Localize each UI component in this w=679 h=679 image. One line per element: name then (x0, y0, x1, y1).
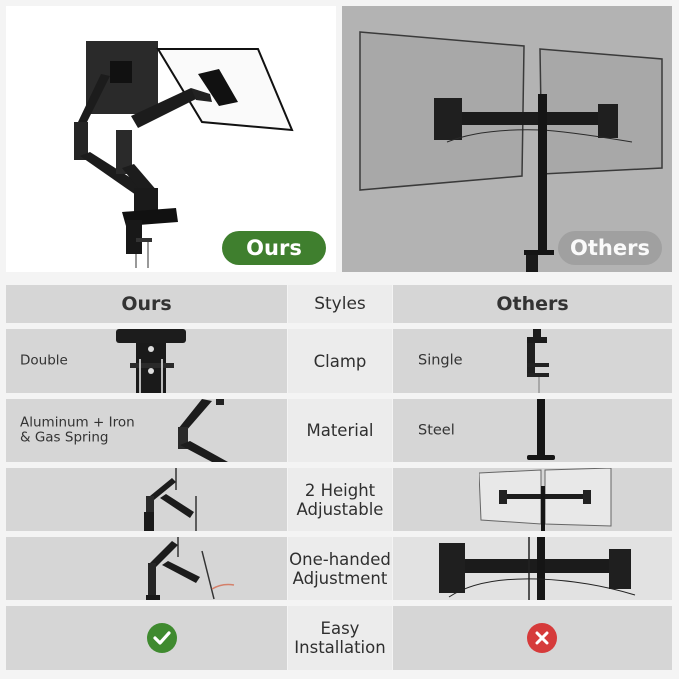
single-clamp-image (527, 329, 549, 393)
feature-installation-label: Easy Installation (294, 619, 386, 657)
ours-height-cell (6, 468, 287, 531)
gas-spring-arm-image (178, 399, 228, 462)
header-ours-label: Ours (121, 293, 172, 315)
table-row-easy-installation: Easy Installation (6, 606, 672, 670)
feature-installation-cell: Easy Installation (288, 606, 392, 670)
dual-gas-spring-monitor-arm-image (74, 41, 294, 268)
ours-installation-cell (6, 606, 287, 670)
ours-clamp-cell: Double (6, 329, 287, 393)
dual-monitor-crossbar-image (479, 468, 612, 531)
header-others-cell: Others (393, 285, 672, 323)
others-installation-cell (393, 606, 672, 670)
table-row-height-adjustable: 2 Height Adjustable (6, 468, 672, 531)
header-styles-label: Styles (314, 293, 366, 314)
crossbar-closeup-image (439, 537, 636, 600)
feature-height-label: 2 Height Adjustable (296, 480, 384, 519)
double-clamp-image (116, 329, 186, 393)
feature-one-handed-cell: One-handed Adjustment (288, 537, 392, 600)
basic-dual-monitor-pole-mount-image (359, 31, 663, 272)
ours-product-panel: Ours (6, 6, 336, 272)
feature-clamp-label: Clamp (313, 351, 367, 371)
feature-height-cell: 2 Height Adjustable (288, 468, 392, 531)
table-row-clamp: Double Clamp Single (6, 329, 672, 393)
steel-pole-image (527, 399, 555, 460)
header-styles-cell: Styles (288, 285, 392, 323)
feature-material-cell: Material (288, 399, 392, 462)
others-clamp-value: Single (418, 352, 463, 369)
feature-clamp-cell: Clamp (288, 329, 392, 393)
header-others-label: Others (496, 293, 569, 315)
dual-arm-height-image (144, 468, 197, 531)
feature-one-handed-label: One-handed Adjustment (289, 549, 391, 588)
ours-one-handed-cell (6, 537, 287, 600)
ours-material-value: Aluminum + Iron & Gas Spring (20, 414, 135, 446)
header-ours-cell: Ours (6, 285, 287, 323)
ours-material-cell: Aluminum + Iron & Gas Spring (6, 399, 287, 462)
others-height-cell (393, 468, 672, 531)
others-product-panel: Others (342, 6, 672, 272)
ours-badge: Ours (222, 231, 326, 265)
ours-clamp-value: Double (20, 352, 68, 369)
arm-with-hand-image (146, 537, 235, 600)
table-header-row: Ours Styles Others (6, 285, 672, 323)
table-row-material: Aluminum + Iron & Gas Spring Material St… (6, 399, 672, 462)
others-badge: Others (558, 231, 662, 265)
others-clamp-cell: Single (393, 329, 672, 393)
others-material-cell: Steel (393, 399, 672, 462)
others-one-handed-cell (393, 537, 672, 600)
table-row-one-handed: One-handed Adjustment (6, 537, 672, 600)
check-icon (147, 623, 177, 653)
cross-icon (527, 623, 557, 653)
feature-material-label: Material (306, 421, 374, 440)
others-material-value: Steel (418, 421, 455, 438)
